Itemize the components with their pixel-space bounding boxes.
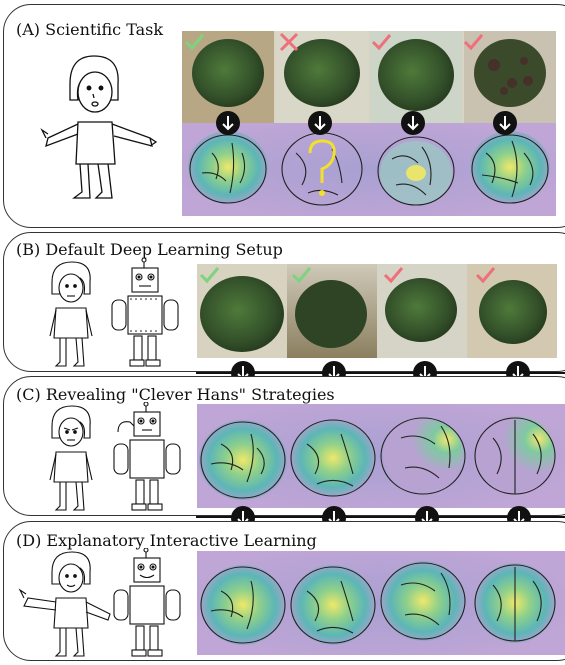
panel-c-title: (C) Revealing "Clever Hans" Strategies: [16, 385, 335, 404]
robot-figure: [111, 258, 179, 367]
check-icon: [371, 34, 392, 51]
down-arrow-icon: [308, 111, 332, 135]
leaf-photo-strip-b: [197, 264, 557, 358]
divider-line: [196, 516, 565, 518]
robot-figure: [113, 402, 181, 511]
check-icon: [475, 267, 496, 284]
scientist-figure: [18, 551, 111, 657]
heatmap-strip-a: [182, 123, 556, 216]
scientist-figure: [49, 405, 93, 511]
scientist-figure: [49, 261, 93, 367]
scientist-figure: [40, 55, 158, 199]
check-icon: [184, 34, 205, 51]
heatmap-strip-c: [197, 404, 565, 508]
check-icon: [463, 34, 484, 51]
panel-b-title: (B) Default Deep Learning Setup: [16, 240, 283, 259]
leaf-photo-strip-a: [182, 31, 556, 123]
panel-d-title: (D) Explanatory Interactive Learning: [16, 531, 317, 550]
check-icon: [383, 267, 404, 284]
robot-figure: [113, 548, 181, 657]
check-icon: [291, 267, 312, 284]
down-arrow-icon: [493, 111, 517, 135]
divider-line: [196, 372, 565, 374]
down-arrow-icon: [401, 111, 425, 135]
check-icon: [199, 267, 220, 284]
down-arrow-icon: [216, 111, 240, 135]
heatmap-strip-d: [197, 551, 565, 655]
panel-a-title: (A) Scientific Task: [16, 20, 164, 39]
question-mark-icon: [308, 139, 336, 196]
cross-icon: [279, 32, 299, 52]
